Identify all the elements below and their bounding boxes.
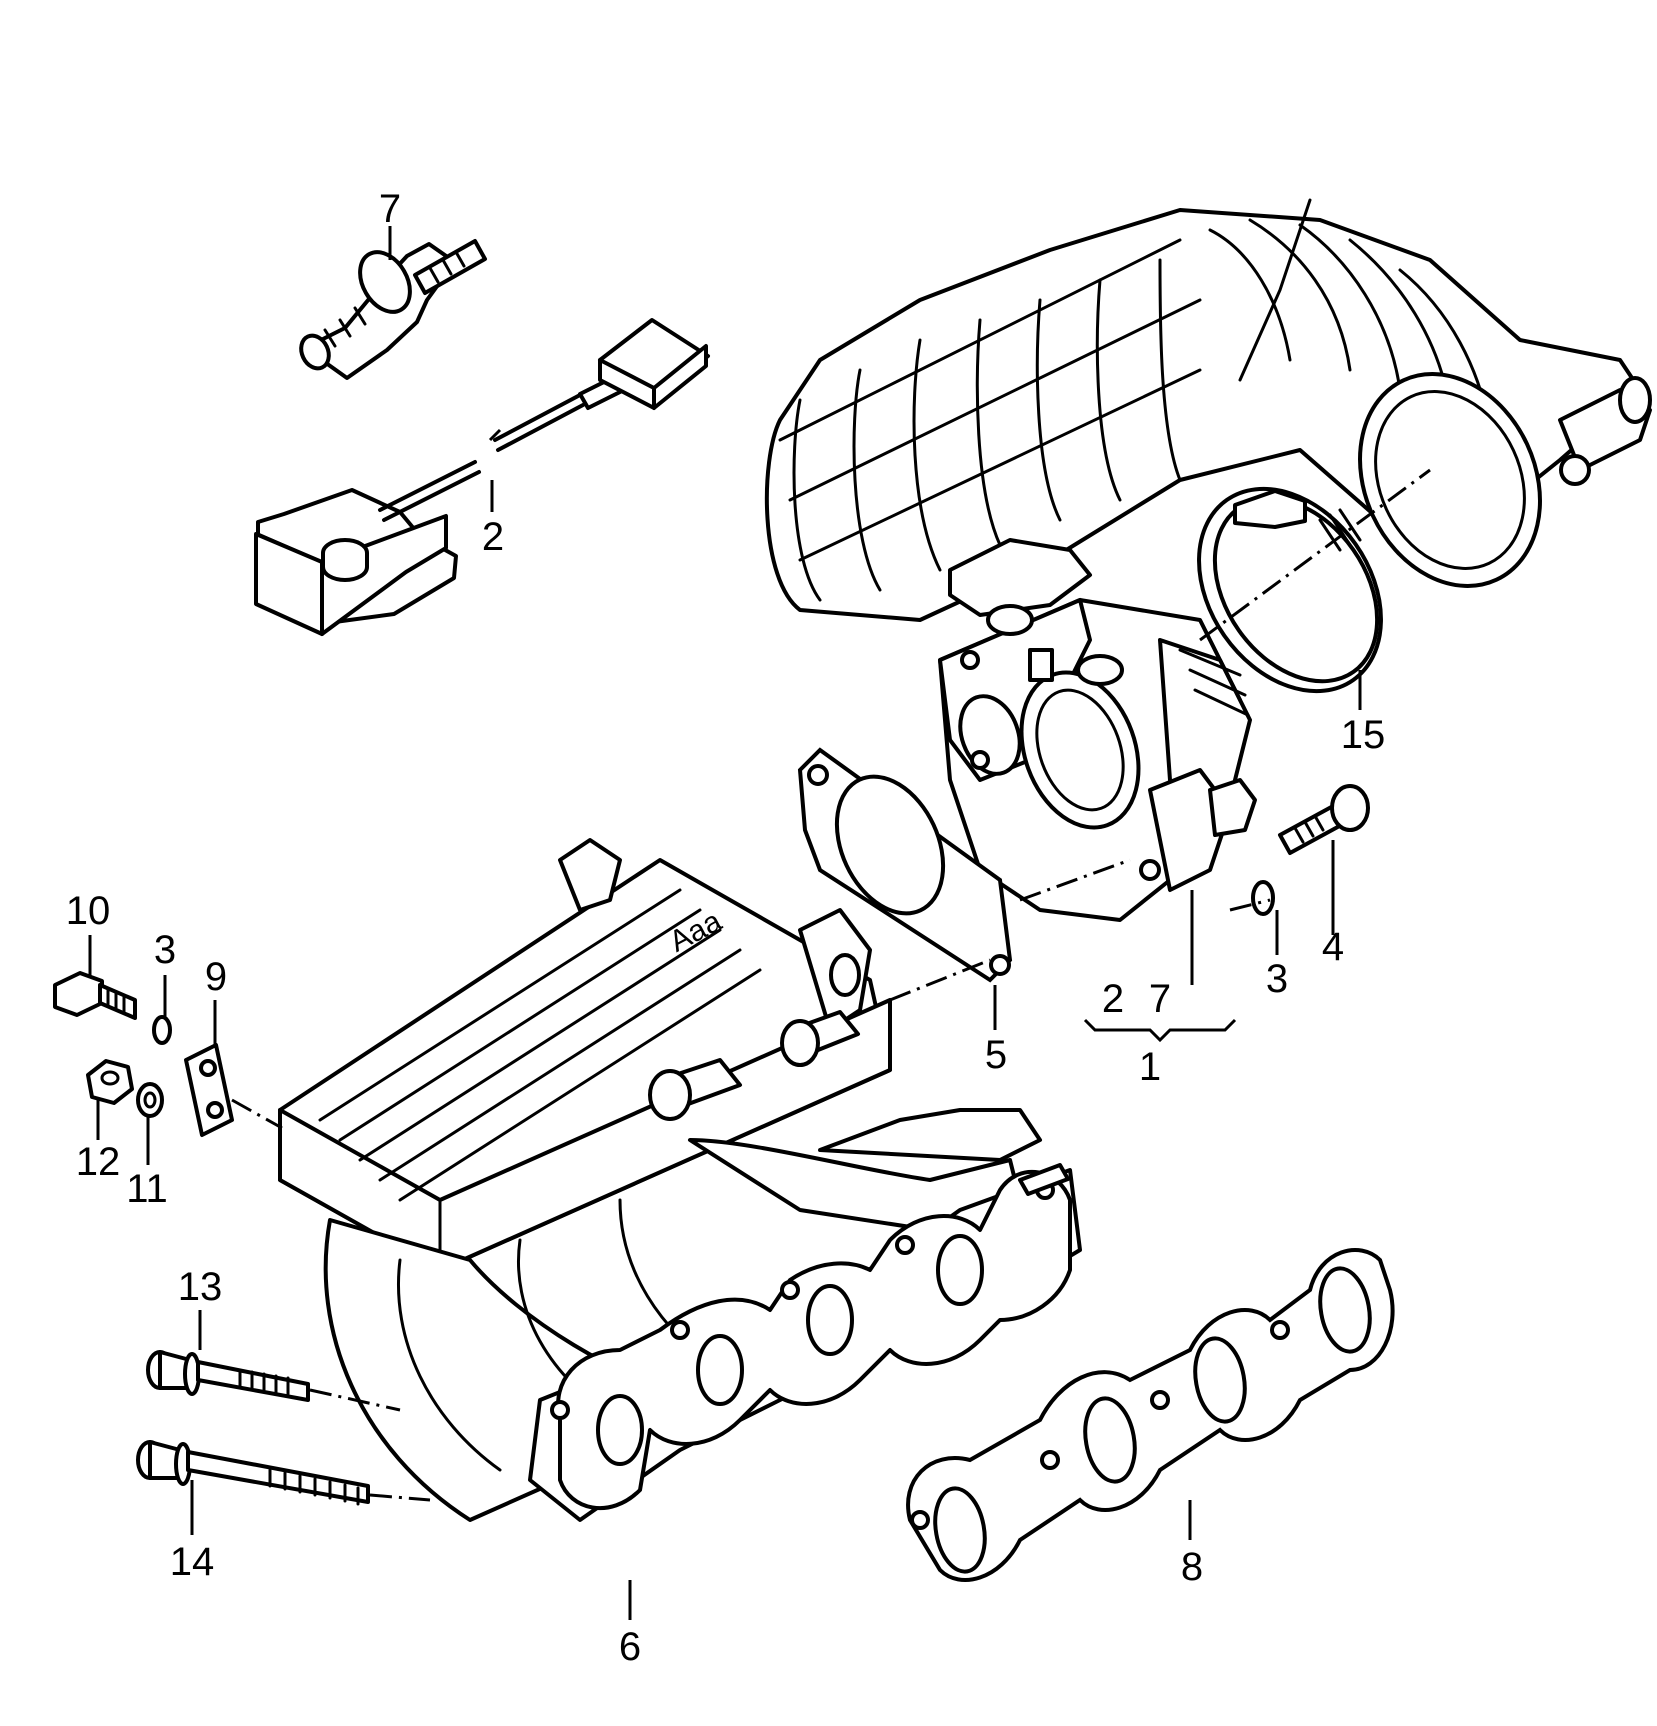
bracket-part-9 [184, 1043, 234, 1137]
callout-10: 10 [66, 889, 111, 933]
callout-8: 8 [1181, 1545, 1203, 1589]
callout-7-top: 7 [379, 187, 401, 231]
callout-5: 5 [985, 1033, 1007, 1077]
bolt-part-10 [53, 971, 137, 1020]
callout-6: 6 [619, 1625, 641, 1669]
throttle-gasket-part-5 [797, 747, 1013, 983]
intake-manifold-part-6: Aaa [278, 838, 892, 1272]
callout-11: 11 [126, 1167, 168, 1211]
callout-3-left: 3 [154, 928, 176, 972]
manifold-flange [550, 1170, 1072, 1510]
air-intake-hose [764, 198, 1652, 622]
callout-2-group: 2 [1102, 977, 1124, 1021]
manifold-nipples [648, 1010, 1070, 1196]
bolt-part-13 [146, 1350, 310, 1402]
throttle-sensor-part-2 [254, 318, 710, 636]
callout-15: 15 [1341, 713, 1386, 757]
callout-3-right: 3 [1266, 957, 1288, 1001]
manifold-gasket-part-8 [906, 1248, 1395, 1582]
vacuum-valve-part-7 [299, 239, 487, 380]
hose-clamp-part-15 [1197, 486, 1383, 694]
callout-12: 12 [76, 1140, 121, 1184]
callout-14: 14 [170, 1540, 215, 1584]
callout-4: 4 [1322, 925, 1344, 969]
callout-labels: 7 2 15 10 3 9 12 11 4 3 5 2 7 1 13 14 8 … [66, 187, 1386, 1669]
callout-2-left: 2 [482, 515, 504, 559]
alignment-lines [231, 428, 1431, 1502]
washer-part-11 [136, 1082, 164, 1118]
callout-7-group: 7 [1149, 977, 1171, 1021]
washer-part-3-right [1251, 880, 1275, 916]
callout-9: 9 [205, 955, 227, 999]
washer-part-3-left [152, 1015, 172, 1045]
bolt-part-14 [136, 1440, 370, 1506]
throttle-body [938, 538, 1257, 922]
callout-1: 1 [1139, 1045, 1161, 1089]
leader-lines [88, 226, 1362, 1620]
callout-13: 13 [178, 1265, 223, 1309]
nut-part-12 [86, 1059, 134, 1105]
bolt-part-4 [1278, 784, 1370, 855]
